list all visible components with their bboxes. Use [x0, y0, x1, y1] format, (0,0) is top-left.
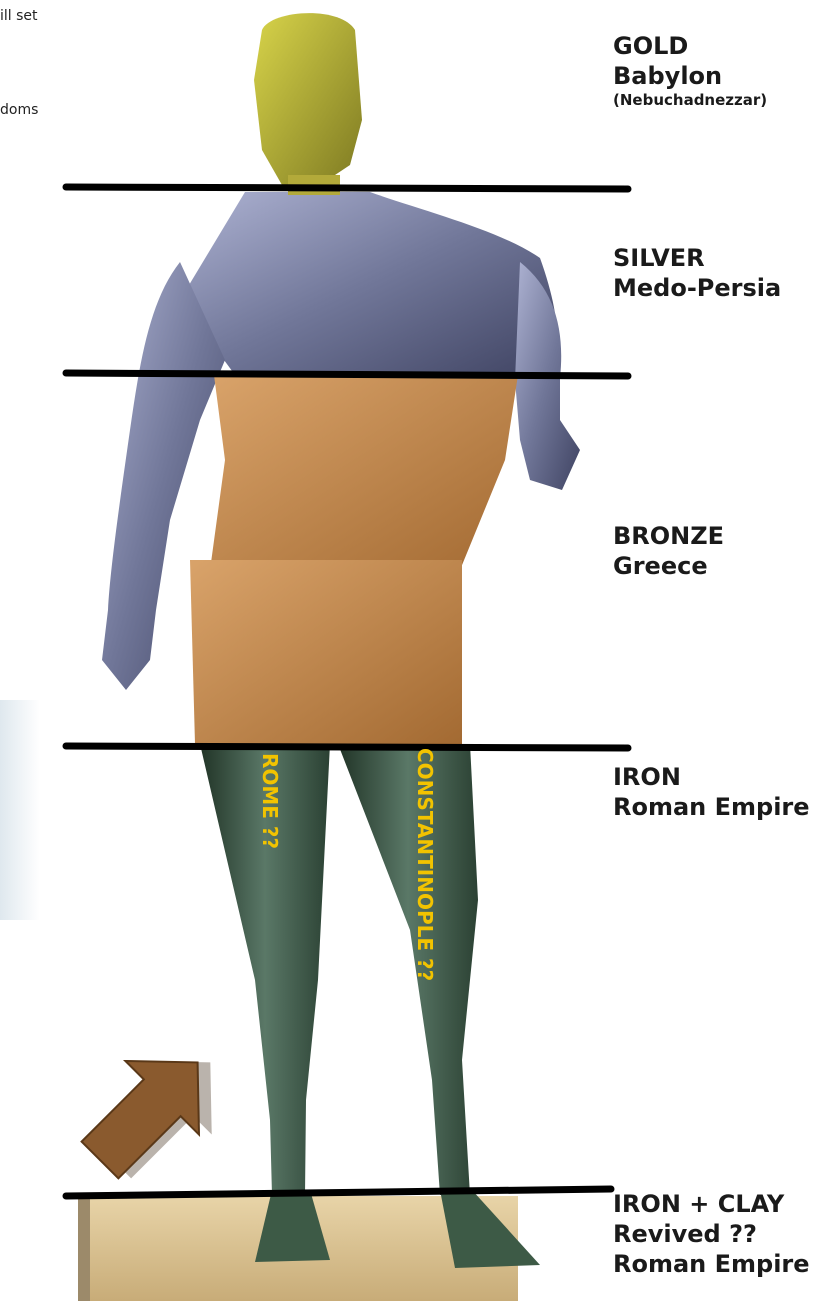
right-leg — [338, 744, 478, 1195]
section-label-gold: GOLD Babylon (Nebuchadnezzar) — [613, 31, 767, 110]
cropped-text-fragment: doms — [0, 102, 38, 118]
kingdom-name: Babylon — [613, 61, 767, 91]
kingdom-name: Medo-Persia — [613, 273, 781, 303]
section-label-bronze: BRONZE Greece — [613, 521, 724, 581]
section-label-silver: SILVER Medo-Persia — [613, 243, 781, 303]
kingdom-note: (Nebuchadnezzar) — [613, 91, 767, 110]
metal-name: SILVER — [613, 243, 781, 273]
metal-name: IRON + CLAY — [613, 1189, 810, 1219]
kingdom-name: Roman Empire — [613, 792, 810, 822]
arrow-icon — [63, 1019, 247, 1203]
kingdom-name-line2: Roman Empire — [613, 1249, 810, 1279]
metal-name: GOLD — [613, 31, 767, 61]
metal-name: IRON — [613, 762, 810, 792]
gold-head — [254, 13, 362, 185]
leg-label-constantinople: CONSTANTINOPLE ?? — [413, 748, 437, 981]
section-label-iron-clay: IRON + CLAY Revived ?? Roman Empire — [613, 1189, 810, 1279]
divider-gold-silver — [66, 187, 628, 189]
bronze-belly — [210, 375, 518, 570]
divider-silver-bronze — [66, 373, 628, 376]
leg-label-rome: ROME ?? — [258, 753, 282, 849]
background-photo-fragment — [0, 700, 40, 920]
bronze-thighs — [190, 560, 462, 744]
divider-iron-clay — [66, 1189, 611, 1196]
kingdom-name: Revived ?? — [613, 1219, 810, 1249]
section-label-iron: IRON Roman Empire — [613, 762, 810, 822]
metal-name: BRONZE — [613, 521, 724, 551]
divider-bronze-iron — [66, 746, 628, 748]
cropped-text-fragment: ill set — [0, 8, 38, 24]
kingdom-name: Greece — [613, 551, 724, 581]
silver-torso — [180, 192, 558, 375]
